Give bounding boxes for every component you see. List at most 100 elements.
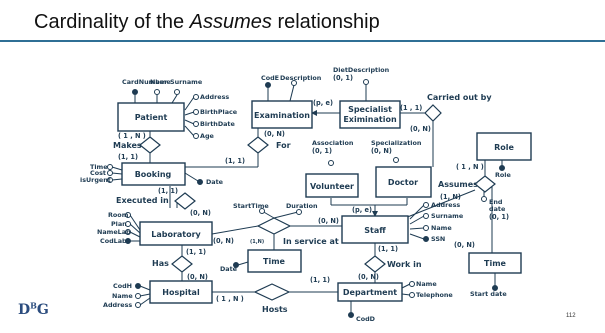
label-staff: Staff xyxy=(364,226,386,235)
label-surname-patient: Surname xyxy=(170,78,203,86)
entity-volunteer xyxy=(305,173,359,198)
label-enddate-card: (0, 1) xyxy=(489,213,509,221)
label-address-staff: Address xyxy=(431,201,460,209)
attr-ssn-marker xyxy=(423,236,429,242)
attribute-markers xyxy=(107,79,505,318)
label-room: Room xyxy=(108,211,129,219)
label-association-card: (0, 1) xyxy=(312,147,332,155)
relationship-work-in xyxy=(364,255,386,273)
attr-birthdate-marker xyxy=(193,121,199,127)
title-suffix: relationship xyxy=(271,11,380,33)
label-executed-in: Executed in xyxy=(116,196,169,205)
label-department: Department xyxy=(343,288,397,297)
label-age: Age xyxy=(200,132,215,140)
attr-address-hosp-marker xyxy=(135,302,141,308)
label-has: Has xyxy=(152,259,169,268)
logo-text: DBG xyxy=(18,300,49,318)
label-hosts: Hosts xyxy=(262,305,288,314)
attr-role-marker xyxy=(499,165,505,171)
label-name-patient: Name xyxy=(150,78,171,86)
attr-isurgent-marker xyxy=(107,177,113,183)
label-plan: Plan xyxy=(111,220,127,228)
label-specialization: Specialization xyxy=(371,139,422,147)
entity-staff xyxy=(341,215,409,244)
card-hospital-hosts: ( 1 , N ) xyxy=(216,295,244,303)
attr-date-service-marker xyxy=(233,262,239,268)
label-telephone: Telephone xyxy=(416,291,453,299)
label-patient: Patient xyxy=(135,113,168,122)
label-birthdate: BirthDate xyxy=(200,120,235,128)
attr-association-marker xyxy=(328,160,334,166)
title-emphasis: Assumes xyxy=(189,11,272,33)
attr-description-marker xyxy=(291,80,297,86)
label-duration: Duration xyxy=(286,202,318,210)
label-codd: CodD xyxy=(356,315,375,323)
card-staff-isa: (p, e) xyxy=(352,206,372,214)
label-name-staff: Name xyxy=(431,224,452,232)
label-work-in: Work in xyxy=(387,260,422,269)
label-name-hosp: Name xyxy=(112,292,133,300)
attr-specialization-marker xyxy=(393,157,399,163)
attr-name-dept-marker xyxy=(409,281,415,287)
card-booking-makes: (1, 1) xyxy=(118,153,138,161)
entity-hospital xyxy=(149,280,213,304)
card-booking-executed: (1, 1) xyxy=(158,187,178,195)
attr-starttime-marker xyxy=(259,208,265,214)
card-time-service: (1,N) xyxy=(250,239,264,245)
card-patient-makes: ( 1 , N ) xyxy=(118,132,146,140)
card-specialist-carried: (1 , 1) xyxy=(400,104,422,112)
label-laboratory: Laboratory xyxy=(151,230,201,239)
label-starttime: StartTime xyxy=(233,202,269,210)
card-lab-service: (0, N) xyxy=(213,237,234,245)
attr-room-marker xyxy=(125,212,131,218)
card-time-assumes: (0, N) xyxy=(454,241,475,249)
entity-doctor xyxy=(375,166,432,198)
label-cost: Cost xyxy=(90,169,106,177)
attr-dietdescription-marker xyxy=(363,79,369,85)
attr-codlab-marker xyxy=(125,238,131,244)
dbg-logo: DBG xyxy=(18,300,49,318)
label-time-booking: Time xyxy=(90,163,108,171)
attr-time-booking-marker xyxy=(107,164,113,170)
label-ssn: SSN xyxy=(431,235,445,243)
attr-telephone-marker xyxy=(409,292,415,298)
entity-specialist-examination xyxy=(339,100,401,129)
title-rule xyxy=(0,40,605,42)
attr-name-staff-marker xyxy=(423,225,429,231)
label-cardnumber: CardNumber xyxy=(122,78,168,86)
card-hospital-has: (0, N) xyxy=(187,273,208,281)
entity-booking xyxy=(121,162,186,186)
card-dept-work: (0, N) xyxy=(358,273,379,281)
label-carried-out-by: Carried out by xyxy=(427,93,492,102)
card-booking-for: (1, 1) xyxy=(225,157,245,165)
label-address-hosp: Address xyxy=(103,301,132,309)
label-codlab: CodLab xyxy=(100,237,127,245)
entity-role xyxy=(476,132,532,161)
label-startdate: Start date xyxy=(470,290,507,298)
label-dietdescription: DietDescription xyxy=(333,66,390,74)
label-hospital: Hospital xyxy=(162,288,200,297)
entity-time-role xyxy=(468,252,522,274)
card-staff-assumes: (1, N) xyxy=(440,193,461,201)
card-doctor-carried: (0, N) xyxy=(410,125,431,133)
attr-age-marker xyxy=(193,133,199,139)
label-specialization-card: (0, N) xyxy=(371,147,392,155)
relationship-executed-in xyxy=(174,192,196,210)
label-specialist-line1: Specialist xyxy=(348,105,392,114)
card-staff-work: (1, 1) xyxy=(378,245,398,253)
relationship-assumes xyxy=(474,175,496,193)
label-description: Description xyxy=(280,74,322,82)
attr-surname-patient-marker xyxy=(174,89,180,95)
label-namelab: NameLab xyxy=(97,228,131,236)
label-association: Association xyxy=(312,139,354,147)
attr-namelab-marker xyxy=(125,229,131,235)
attr-codd-marker xyxy=(348,312,354,318)
entity-patient xyxy=(117,102,185,132)
card-dept-hosts: (1, 1) xyxy=(310,276,330,284)
attr-duration-marker xyxy=(296,209,302,215)
entity-laboratory xyxy=(139,221,213,246)
relationship-in-service-at xyxy=(256,217,292,235)
